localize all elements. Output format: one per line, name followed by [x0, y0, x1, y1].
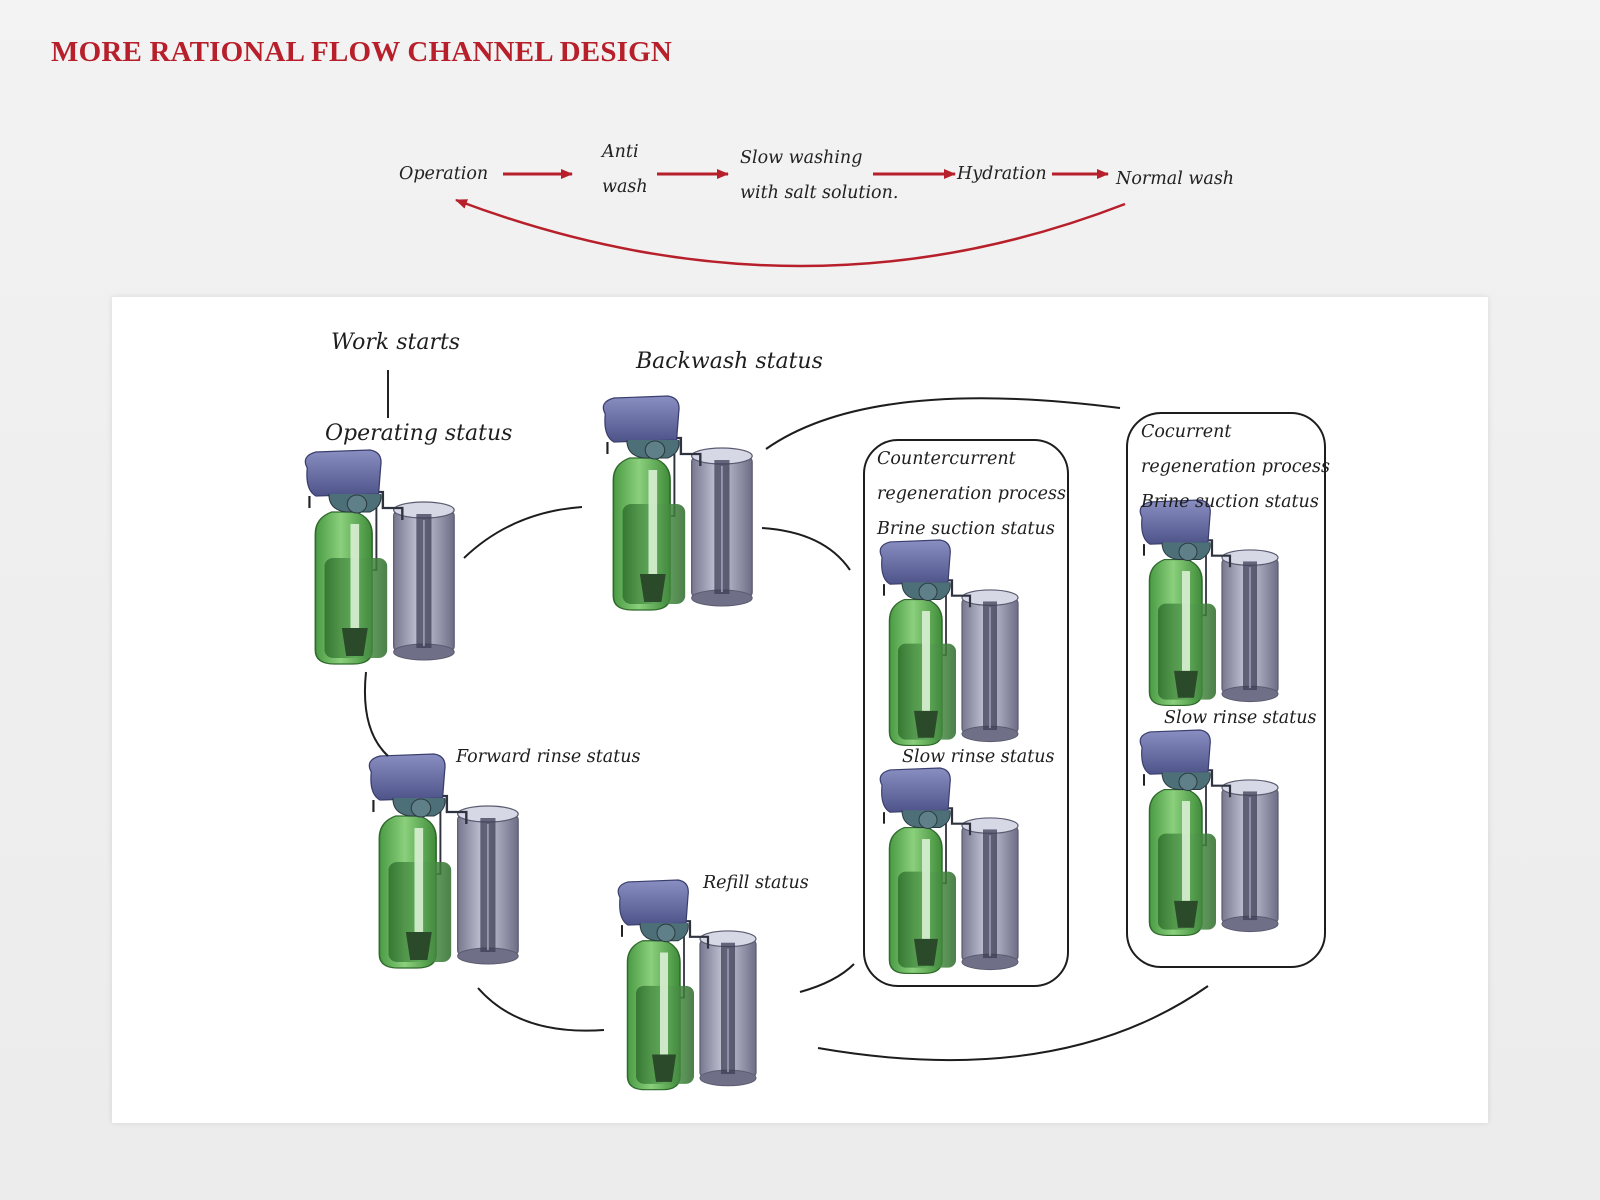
process-label-line: regeneration process [1141, 457, 1330, 477]
diagram-panel [112, 297, 1488, 1123]
flow-arrows [455, 169, 1126, 268]
refill-unit [617, 878, 758, 1091]
process-label-line: Countercurrent [877, 449, 1016, 469]
connector-line [817, 985, 1209, 1062]
process-label-line: Brine suction status [877, 519, 1055, 539]
connector-line [799, 963, 855, 993]
work-starts-label: Work starts [331, 330, 461, 355]
forward-rinse-unit [368, 752, 520, 970]
flow-step-label: with salt solution. [740, 183, 899, 203]
page-title: MORE RATIONAL FLOW CHANNEL DESIGN [51, 36, 673, 68]
process-label-line: Brine suction status [1141, 492, 1319, 512]
cocurrent-slow-rinse-unit [1139, 728, 1280, 937]
cocurrent-group-box [1126, 412, 1326, 968]
forward-rinse-status-label: Forward rinse status [456, 747, 641, 767]
cocurrent-process-label: Cocurrent regeneration process Brine suc… [1141, 415, 1330, 520]
connector-line [463, 506, 583, 559]
countercurrent-brine-unit [879, 538, 1020, 747]
connector-line [363, 671, 389, 757]
flow-return-arrow [455, 198, 1126, 268]
flow-step-slow-washing: Slow washing with salt solution. [740, 141, 898, 211]
process-label-line: Cocurrent [1141, 422, 1232, 442]
backwash-unit [602, 394, 754, 612]
connector-line [477, 987, 605, 1032]
flow-step-label: Hydration [957, 164, 1047, 184]
flow-step-anti-wash: Anti wash [602, 135, 648, 205]
cocurrent-brine-unit [1139, 498, 1280, 707]
flow-step-operation: Operation [399, 157, 488, 192]
countercurrent-slow-rinse-unit [879, 766, 1020, 975]
flow-step-label: Slow washing [740, 148, 863, 168]
refill-status-label: Refill status [703, 873, 809, 893]
flow-step-label: Normal wash [1116, 169, 1235, 189]
flow-step-normal-wash: Normal wash [1116, 162, 1234, 197]
operating-status-label: Operating status [325, 421, 513, 446]
flow-step-label: Operation [399, 164, 489, 184]
backwash-status-label: Backwash status [636, 349, 823, 374]
connector-line [765, 397, 1121, 450]
cocurrent-slow-rinse-label: Slow rinse status [1164, 708, 1317, 728]
connector-line [761, 527, 851, 571]
countercurrent-process-label: Countercurrent regeneration process Brin… [877, 442, 1066, 547]
flow-step-hydration: Hydration [957, 157, 1047, 192]
flow-step-label: wash [602, 177, 648, 197]
operating-unit [304, 448, 456, 666]
countercurrent-group-box [863, 439, 1069, 987]
flow-step-label: Anti [602, 142, 639, 162]
process-label-line: regeneration process [877, 484, 1066, 504]
countercurrent-slow-rinse-label: Slow rinse status [902, 747, 1055, 767]
